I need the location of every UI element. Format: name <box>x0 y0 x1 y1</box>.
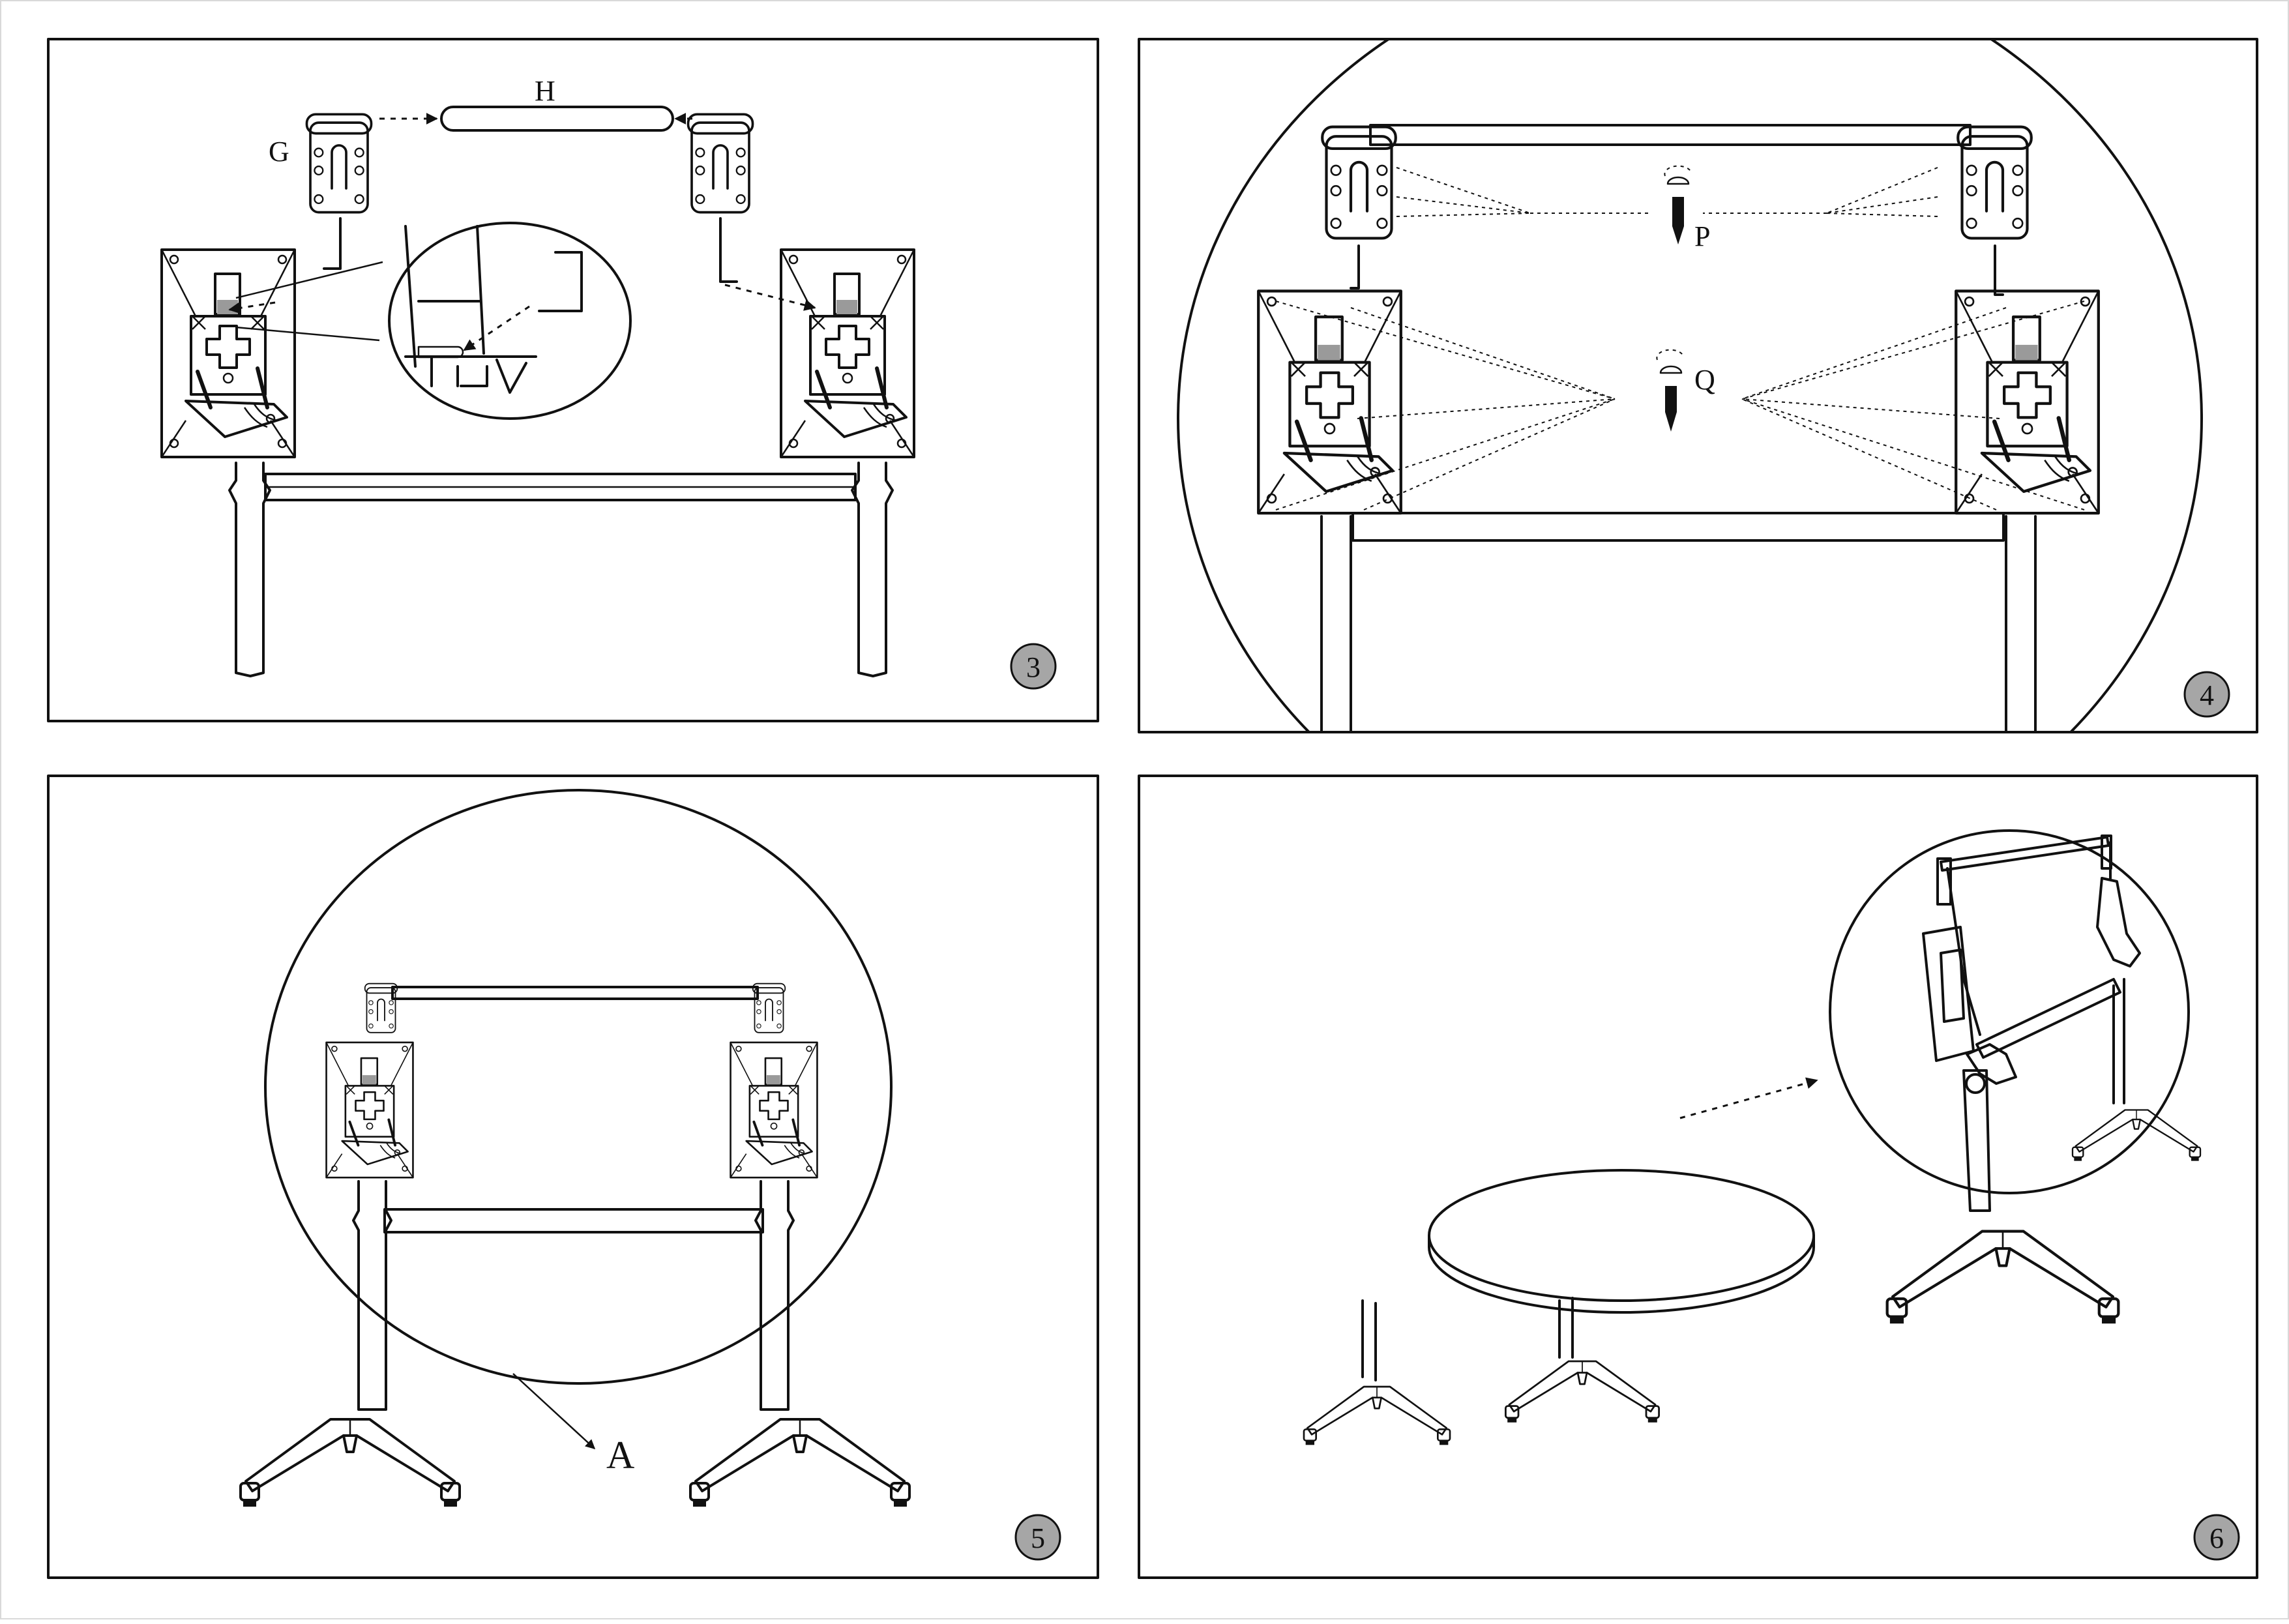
table-base-front <box>1303 1385 1451 1446</box>
step-number-3: 3 <box>1026 651 1041 683</box>
screw-q <box>1656 349 1684 432</box>
label-h: H <box>535 75 555 107</box>
base-right <box>690 1419 909 1507</box>
table-top-outline <box>264 789 893 1385</box>
panel-6: 6 <box>1138 775 2258 1579</box>
step-badge-3 <box>1010 643 1057 690</box>
bracket-left <box>325 1041 415 1179</box>
rod-h <box>440 106 674 132</box>
folded-flip-top-table <box>1829 829 2202 1323</box>
label-a: A <box>606 1434 634 1477</box>
step-number-4: 4 <box>2200 679 2214 711</box>
step-badge-5 <box>1014 1514 1061 1561</box>
screw-p <box>1664 165 1692 244</box>
top-rail <box>1369 124 1971 146</box>
panel-6-frame <box>1138 775 2258 1579</box>
bracket-left <box>162 250 295 457</box>
panel-4-frame <box>1138 38 2258 733</box>
bracket-right <box>781 250 914 457</box>
panel-3: G H 3 <box>47 38 1099 722</box>
panel-5-frame <box>47 775 1099 1579</box>
bracket-right <box>729 1041 819 1179</box>
panel-4: P Q 4 <box>1138 38 2258 733</box>
base-left <box>241 1419 460 1507</box>
step-badge-4 <box>2183 671 2230 718</box>
folded-base-back <box>2071 1109 2202 1162</box>
bracket-left <box>1258 291 1401 513</box>
top-rail <box>391 986 759 1000</box>
folded-base-front <box>1887 1232 2119 1323</box>
bracket-right <box>1956 291 2099 513</box>
panel-5: A 5 <box>47 775 1099 1579</box>
table-top-outline <box>1177 39 2203 732</box>
label-q: Q <box>1694 364 1715 396</box>
label-g: G <box>269 136 289 168</box>
crossbar <box>383 1208 764 1233</box>
detail-callout <box>388 222 632 420</box>
step-number-6: 6 <box>2209 1522 2224 1554</box>
fitting-right <box>687 113 754 214</box>
assembled-round-table <box>1303 1169 1815 1446</box>
table-base-back <box>1504 1360 1661 1424</box>
panel-3-frame <box>47 38 1099 722</box>
label-p: P <box>1694 220 1710 252</box>
step-badge-6 <box>2193 1514 2240 1561</box>
crossbar <box>1351 512 2005 542</box>
fitting-g-left <box>305 113 373 214</box>
step-number-5: 5 <box>1031 1522 1045 1554</box>
